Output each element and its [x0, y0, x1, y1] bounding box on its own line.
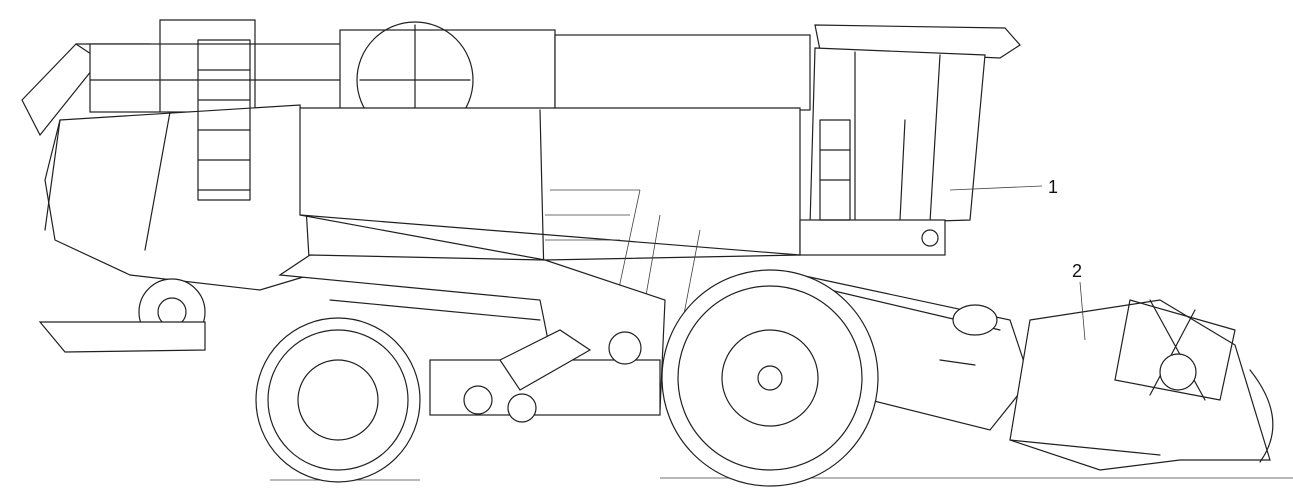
leader-line-2	[1079, 281, 1086, 341]
grain-tank-top	[89, 19, 351, 113]
leader-line-1	[949, 185, 1043, 191]
rear-steering-wheel	[38, 278, 206, 353]
header-reel	[1009, 299, 1274, 471]
callout-label-2: 2	[1072, 261, 1083, 281]
rear-body	[44, 104, 311, 291]
rear-wheel	[255, 317, 421, 483]
callout-label-1: 1	[1048, 177, 1059, 197]
drive-gearbox	[429, 329, 661, 423]
rear-ladder	[197, 39, 251, 201]
front-drive-wheel	[661, 269, 879, 487]
operator-cab	[799, 24, 1021, 256]
engine-top	[339, 21, 811, 139]
